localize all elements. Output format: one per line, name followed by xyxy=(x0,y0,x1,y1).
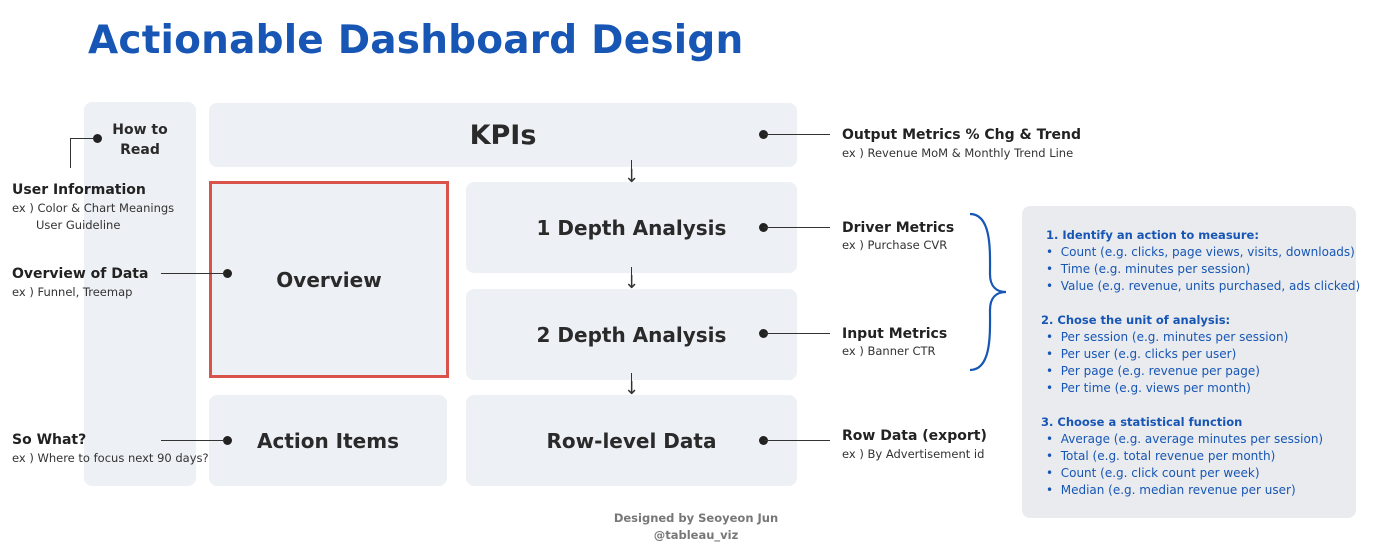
row-data-heading: Row Data (export) xyxy=(842,428,987,444)
panel-item: • Median (e.g. median revenue per user) xyxy=(1046,483,1296,497)
user-info-line1: ex ) Color & Chart Meanings xyxy=(12,201,175,215)
panel-item: • Per session (e.g. minutes per session) xyxy=(1046,330,1289,344)
depth2-box: 2 Depth Analysis xyxy=(466,289,797,380)
connector-dot xyxy=(759,130,768,139)
so-what-heading: So What? xyxy=(12,432,87,448)
panel-item: • Per user (e.g. clicks per user) xyxy=(1046,347,1237,361)
row-level-label: Row-level Data xyxy=(546,428,717,453)
overview-label: Overview xyxy=(276,267,382,292)
user-info-heading: User Information xyxy=(12,182,146,198)
arrow-down-icon: ↓ xyxy=(624,166,640,187)
curly-brace-icon xyxy=(969,212,1007,372)
kpis-label: KPIs xyxy=(469,119,537,151)
input-metrics-sub: ex ) Banner CTR xyxy=(842,344,936,358)
action-items-box: Action Items xyxy=(209,395,447,486)
arrow-line-3 xyxy=(631,373,632,389)
panel-section-3-heading: 3. Choose a statistical function xyxy=(1041,415,1243,429)
connector-line xyxy=(764,134,830,135)
output-metrics-heading: Output Metrics % Chg & Trend xyxy=(842,127,1081,143)
overview-box: Overview xyxy=(209,181,449,378)
overview-data-sub: ex ) Funnel, Treemap xyxy=(12,285,133,299)
arrow-down-icon: ↓ xyxy=(624,272,640,293)
panel-item: • Value (e.g. revenue, units purchased, … xyxy=(1046,279,1361,293)
connector-line xyxy=(161,440,225,441)
so-what-sub: ex ) Where to focus next 90 days? xyxy=(12,451,209,465)
credit-handle: @tableau_viz xyxy=(653,528,739,542)
user-info-line2: User Guideline xyxy=(36,218,121,232)
panel-item: • Total (e.g. total revenue per month) xyxy=(1046,449,1276,463)
connector-dot xyxy=(759,329,768,338)
arrow-line-2 xyxy=(631,267,632,283)
connector-line xyxy=(161,273,225,274)
kpis-box: KPIs xyxy=(209,103,797,167)
connector-line xyxy=(764,333,830,334)
credit-designer: Designed by Seoyeon Jun xyxy=(613,511,779,525)
driver-metrics-heading: Driver Metrics xyxy=(842,220,955,236)
arrow-down-icon: ↓ xyxy=(624,378,640,399)
row-level-box: Row-level Data xyxy=(466,395,797,486)
connector-dot xyxy=(223,436,232,445)
overview-data-heading: Overview of Data xyxy=(12,266,149,282)
connector-dot xyxy=(759,223,768,232)
panel-item: • Per page (e.g. revenue per page) xyxy=(1046,364,1260,378)
connector-dot xyxy=(93,134,102,143)
panel-item: • Count (e.g. click count per week) xyxy=(1046,466,1260,480)
panel-item: • Per time (e.g. views per month) xyxy=(1046,381,1251,395)
panel-item: • Count (e.g. clicks, page views, visits… xyxy=(1046,245,1355,259)
how-to-read-label: How to Read xyxy=(112,122,168,158)
connector-line xyxy=(764,227,830,228)
page-title: Actionable Dashboard Design xyxy=(88,18,744,63)
panel-item: • Average (e.g. average minutes per sess… xyxy=(1046,432,1324,446)
depth1-box: 1 Depth Analysis xyxy=(466,182,797,273)
action-items-label: Action Items xyxy=(256,428,399,453)
arrow-line-1 xyxy=(631,160,632,176)
how-to-read-box: How to Read xyxy=(84,102,196,486)
connector-line xyxy=(70,138,94,139)
input-metrics-heading: Input Metrics xyxy=(842,326,948,342)
connector-line xyxy=(764,440,830,441)
metric-guide-panel: 1. Identify an action to measure: • Coun… xyxy=(1022,206,1360,518)
connector-dot xyxy=(223,269,232,278)
driver-metrics-sub: ex ) Purchase CVR xyxy=(842,238,948,252)
depth1-label: 1 Depth Analysis xyxy=(536,215,727,240)
connector-dot xyxy=(759,436,768,445)
panel-section-1-heading: 1. Identify an action to measure: xyxy=(1046,228,1259,242)
row-data-sub: ex ) By Advertisement id xyxy=(842,447,985,461)
output-metrics-sub: ex ) Revenue MoM & Monthly Trend Line xyxy=(842,146,1074,160)
panel-item: • Time (e.g. minutes per session) xyxy=(1046,262,1251,276)
connector-line xyxy=(70,138,71,168)
panel-section-2-heading: 2. Chose the unit of analysis: xyxy=(1041,313,1231,327)
depth2-label: 2 Depth Analysis xyxy=(536,322,727,347)
